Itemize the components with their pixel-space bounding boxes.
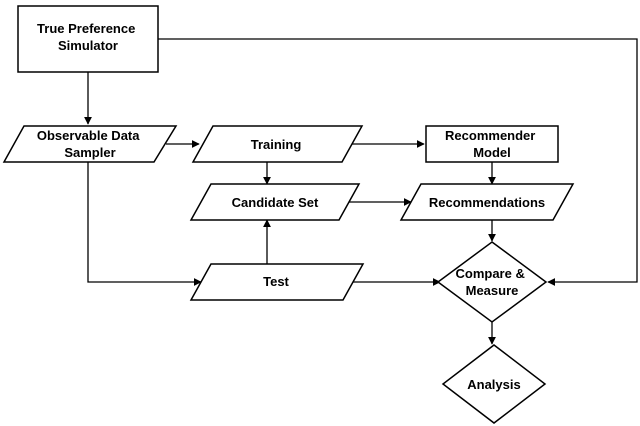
node-true-preference-simulator-line-2: Simulator — [58, 38, 118, 53]
node-recommendations: Recommendations — [399, 183, 575, 221]
edge-simulator-to-compare — [158, 38, 638, 286]
node-observable-data-sampler: Observable Data Sampler — [2, 125, 178, 163]
node-analysis-label: Analysis — [467, 377, 520, 392]
svg-text:Training: Training — [251, 137, 302, 152]
node-observable-data-sampler-line-1: Observable Data — [37, 128, 140, 143]
svg-text:Observable Data Sampler: Observable Data Sampler — [37, 128, 143, 160]
node-true-preference-simulator-line-1: True Preference — [37, 21, 135, 36]
edge-sampler-to-test — [87, 162, 202, 286]
node-test-label: Test — [263, 274, 289, 289]
node-compare-measure: Compare & Measure — [436, 241, 548, 323]
svg-text:Candidate Set: Candidate Set — [232, 195, 319, 210]
node-test: Test — [189, 263, 365, 301]
svg-text:Recommender Model: Recommender Model — [445, 128, 539, 160]
node-candidate-set: Candidate Set — [189, 183, 361, 221]
node-training-label: Training — [251, 137, 302, 152]
svg-text:True Preference Simulato: True Preference Simulator — [37, 21, 139, 53]
node-training: Training — [191, 125, 364, 163]
node-candidate-set-label: Candidate Set — [232, 195, 319, 210]
node-recommender-model-line-2: Model — [473, 145, 511, 160]
node-recommendations-label: Recommendations — [429, 195, 545, 210]
node-compare-measure-line-2: Measure — [466, 283, 519, 298]
svg-text:Recommendations: Recommendations — [429, 195, 545, 210]
node-observable-data-sampler-line-2: Sampler — [64, 145, 115, 160]
node-compare-measure-line-1: Compare & — [456, 266, 525, 281]
edges — [84, 38, 638, 345]
node-analysis: Analysis — [441, 344, 547, 424]
node-recommender-model-line-1: Recommender — [445, 128, 535, 143]
svg-text:Test: Test — [263, 274, 289, 289]
node-recommender-model: Recommender Model — [425, 125, 559, 163]
svg-text:Analysis: Analysis — [467, 377, 520, 392]
node-true-preference-simulator: True Preference Simulator — [17, 5, 159, 73]
svg-text:Compare & Measure: Compare & Measure — [456, 266, 529, 298]
